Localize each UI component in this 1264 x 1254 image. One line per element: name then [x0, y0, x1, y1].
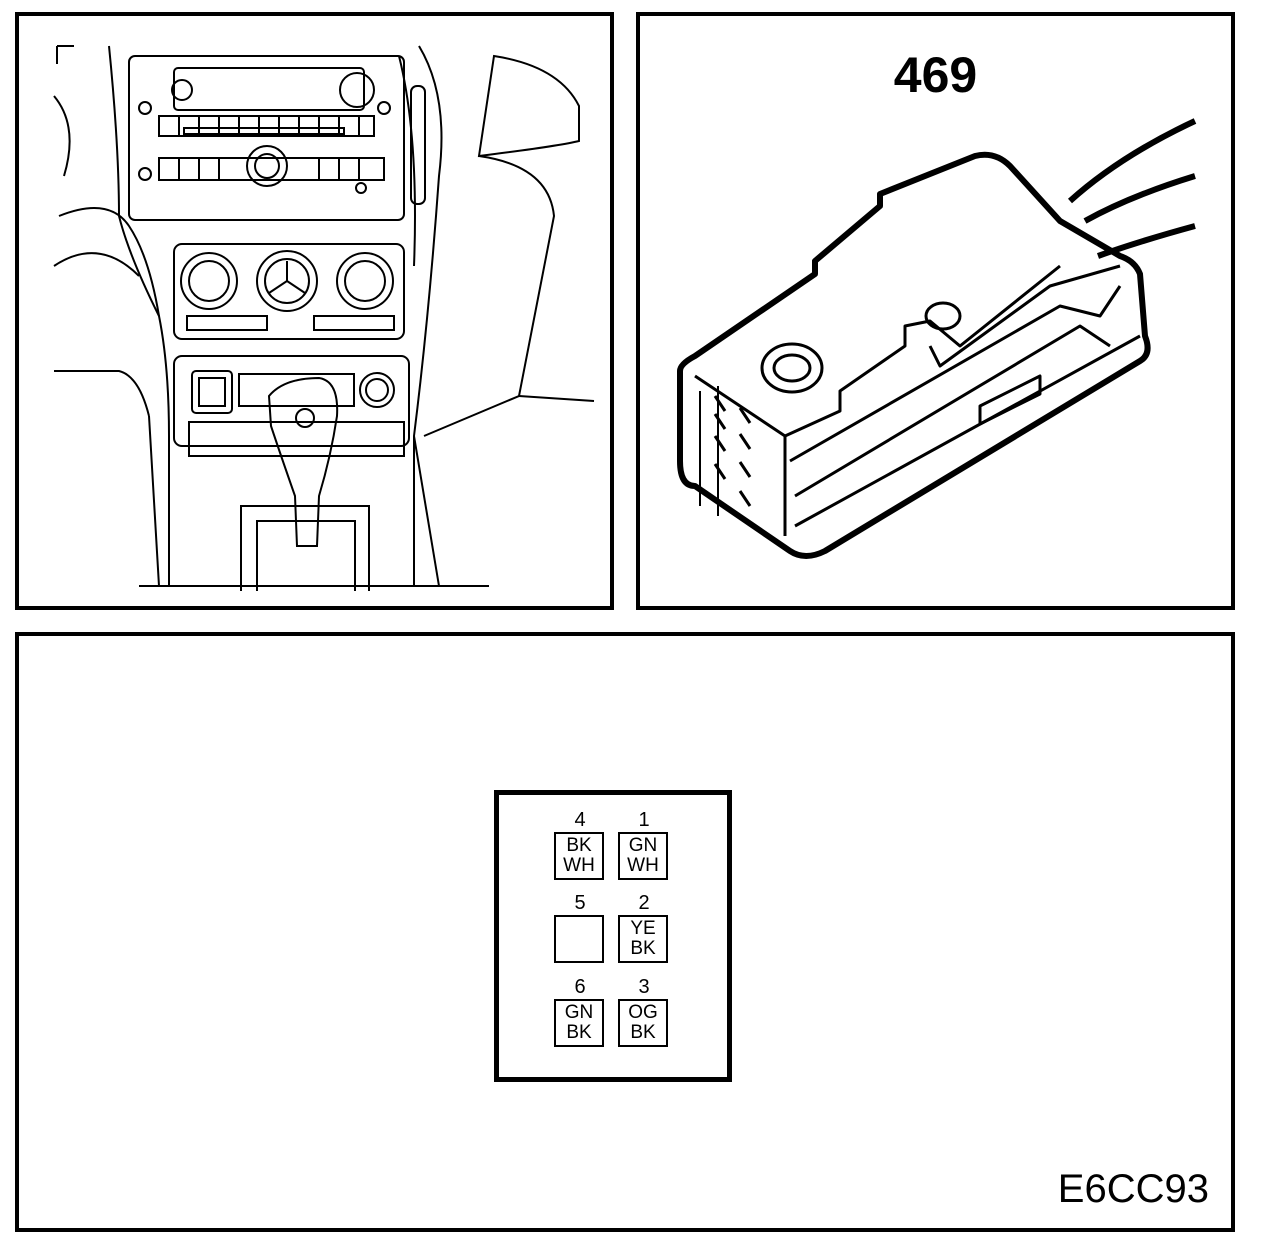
wire-color-stripe: WH: [627, 855, 659, 876]
radio-unit: [128, 55, 405, 221]
pin-number: 5: [574, 892, 586, 914]
pin-number: 1: [638, 809, 650, 831]
location-view-panel: [15, 12, 614, 610]
pin-number: 3: [638, 976, 650, 998]
wire-color-primary: BK: [566, 835, 592, 856]
wire-color-primary: YE: [630, 918, 656, 939]
gear-shifter: [267, 376, 339, 547]
wire-color-primary: OG: [628, 1002, 658, 1023]
connector-face: 4 BK WH 1 GN WH 5 2 YE BK: [494, 790, 732, 1082]
connector-illustration: [677, 118, 1197, 559]
wire-color-stripe: BK: [630, 938, 656, 959]
wire-color-box-empty: [554, 915, 604, 963]
pinout-panel: 4 BK WH 1 GN WH 5 2 YE BK: [15, 632, 1235, 1232]
dashboard-console-illustration: [53, 45, 595, 591]
pin-3: 3 OG BK: [618, 977, 670, 1047]
wire-color-box: GN WH: [618, 832, 668, 880]
connector-view-panel: 469: [636, 12, 1235, 610]
wire-color-stripe: WH: [563, 855, 595, 876]
wire-color-primary: GN: [628, 835, 658, 856]
pin-number: 2: [638, 892, 650, 914]
pin-1: 1 GN WH: [618, 810, 670, 880]
wire-color-box: GN BK: [554, 999, 604, 1047]
pin-5: 5: [554, 893, 606, 963]
wire-color-stripe: BK: [630, 1022, 656, 1043]
pin-2: 2 YE BK: [618, 893, 670, 963]
pin-6: 6 GN BK: [554, 977, 606, 1047]
wire-color-box: OG BK: [618, 999, 668, 1047]
pin-number: 6: [574, 976, 586, 998]
figure-code: E6CC93: [1057, 1167, 1209, 1211]
wire-color-box: BK WH: [554, 832, 604, 880]
wire-color-stripe: BK: [566, 1022, 592, 1043]
connector-number: 469: [893, 47, 978, 103]
wire-color-box: YE BK: [618, 915, 668, 963]
pin-number: 4: [574, 809, 586, 831]
pin-4: 4 BK WH: [554, 810, 606, 880]
hvac-panel: [173, 243, 405, 340]
wire-color-primary: GN: [564, 1002, 594, 1023]
